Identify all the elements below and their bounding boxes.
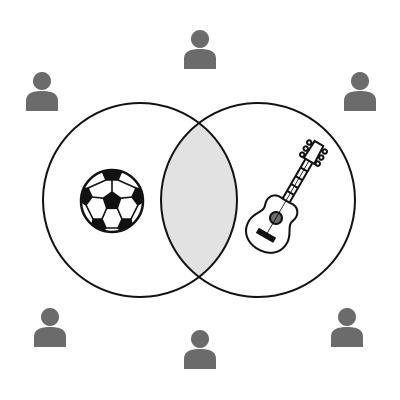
right-set-circle — [160, 102, 356, 298]
acoustic-guitar-icon — [245, 139, 328, 254]
person-icon-bottom-center — [184, 330, 216, 369]
left-set-circle — [42, 102, 238, 298]
intersection-region — [161, 103, 237, 297]
person-icon-top-right — [344, 72, 376, 111]
person-icon-bottom-right — [331, 308, 363, 347]
person-icon-top-left — [26, 72, 58, 111]
person-icon-top-center — [184, 30, 216, 69]
soccer-ball-icon — [79, 168, 145, 234]
person-icon-bottom-left — [34, 308, 66, 347]
